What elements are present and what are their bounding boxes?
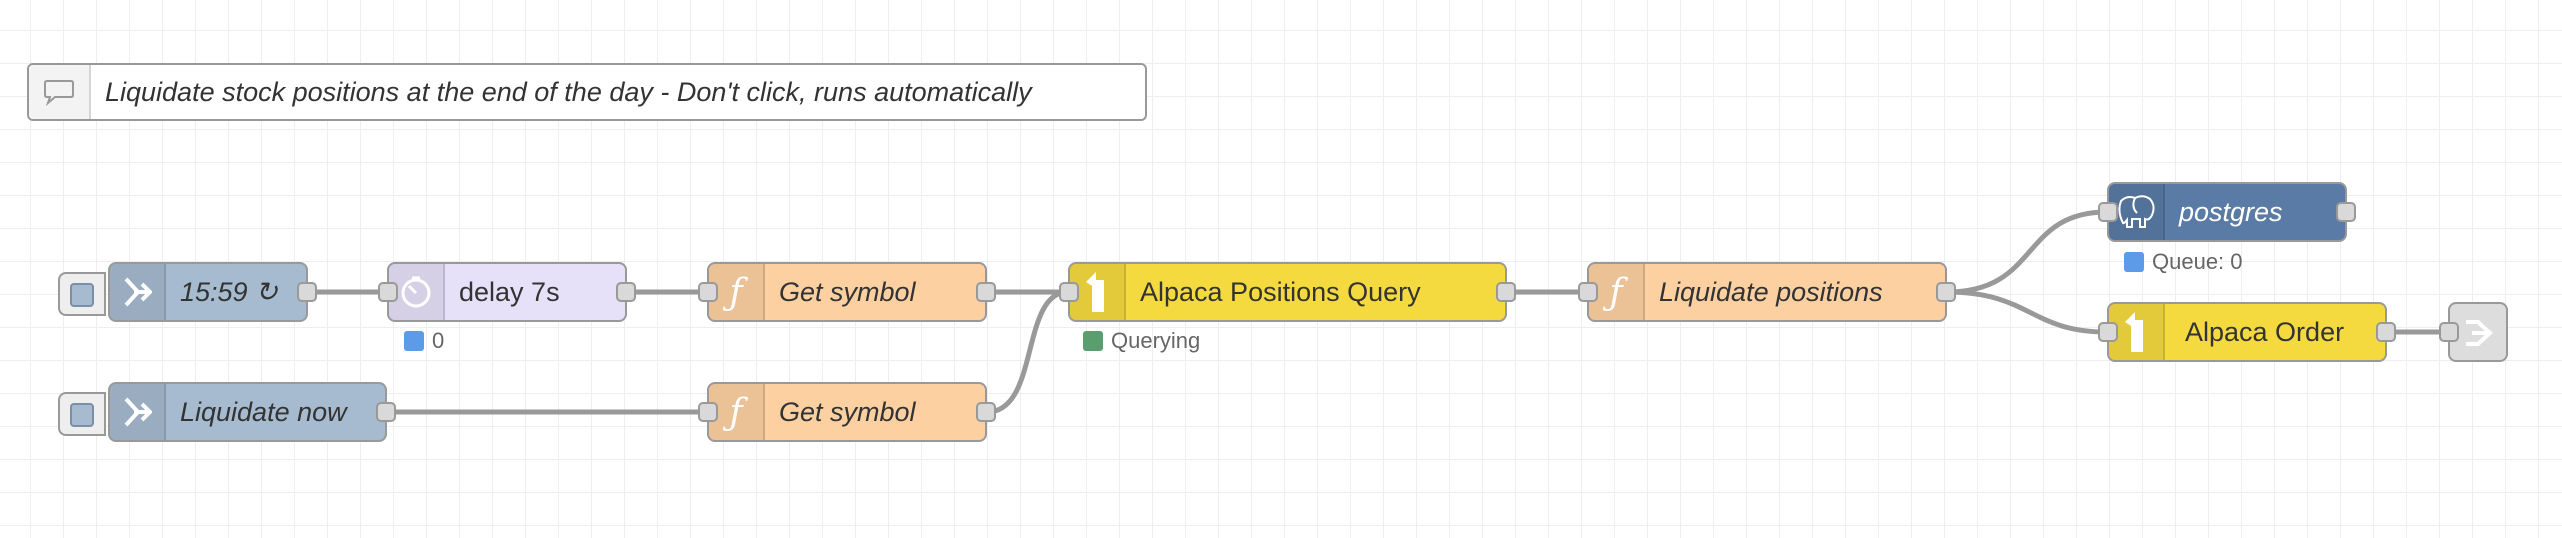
output-port[interactable]: [1936, 282, 1956, 302]
inject-trigger-button[interactable]: [58, 272, 106, 316]
output-port[interactable]: [376, 402, 396, 422]
output-port[interactable]: [976, 402, 996, 422]
inject-trigger-button[interactable]: [58, 392, 106, 436]
node-label: postgres: [2179, 196, 2283, 227]
output-port[interactable]: [976, 282, 996, 302]
comment-node[interactable]: Liquidate stock positions at the end of …: [27, 63, 1147, 121]
input-port[interactable]: [2098, 322, 2118, 342]
output-port[interactable]: [616, 282, 636, 302]
input-port[interactable]: [2439, 322, 2459, 342]
status-text: Queue: 0: [2152, 249, 2243, 274]
inject-arrow-icon: [110, 384, 166, 440]
inject-node-schedule[interactable]: 15:59 ↻: [58, 262, 317, 322]
input-port[interactable]: [698, 402, 718, 422]
node-label: Liquidate positions: [1659, 276, 1883, 307]
alpaca-positions-query-node[interactable]: Alpaca Positions Query: [1059, 262, 1516, 322]
link-out-node[interactable]: [2439, 302, 2508, 362]
input-port[interactable]: [1578, 282, 1598, 302]
alpaca-order-node[interactable]: Alpaca Order: [2098, 302, 2396, 362]
function-icon: ƒ: [709, 384, 765, 440]
elephant-icon: [2109, 184, 2165, 240]
wire[interactable]: [986, 289, 1069, 415]
function-node-get-symbol[interactable]: ƒ Get symbol: [698, 262, 996, 322]
alpaca-query-status: Querying: [1083, 328, 1200, 354]
output-port[interactable]: [2336, 202, 2356, 222]
output-port[interactable]: [1496, 282, 1516, 302]
postgres-status: Queue: 0: [2124, 249, 2243, 275]
input-port[interactable]: [698, 282, 718, 302]
status-text: Querying: [1111, 328, 1201, 353]
inject-node-liquidate-now[interactable]: Liquidate now: [58, 382, 396, 442]
wire[interactable]: [1946, 209, 2108, 295]
node-label: Alpaca Positions Query: [1140, 276, 1421, 307]
function-icon: ƒ: [709, 264, 765, 320]
node-label: Get symbol: [779, 276, 916, 307]
alpaca-icon: [1070, 264, 1126, 320]
link-out-icon: [2462, 318, 2496, 353]
wire[interactable]: [1946, 289, 2108, 335]
delay-status: 0: [404, 328, 444, 354]
node-label: 15:59 ↻: [180, 276, 278, 307]
node-label: Alpaca Order: [2185, 316, 2345, 347]
node-label: Liquidate now: [180, 396, 347, 427]
function-node-liquidate-positions[interactable]: ƒ Liquidate positions: [1578, 262, 1956, 322]
comment-text: Liquidate stock positions at the end of …: [105, 76, 1032, 107]
output-port[interactable]: [2376, 322, 2396, 342]
delay-node[interactable]: delay 7s: [378, 262, 636, 322]
input-port[interactable]: [1059, 282, 1079, 302]
inject-arrow-icon: [110, 264, 166, 320]
postgres-node[interactable]: postgres: [2098, 182, 2356, 242]
node-label: delay 7s: [459, 276, 560, 307]
input-port[interactable]: [378, 282, 398, 302]
node-label: Get symbol: [779, 396, 916, 427]
function-icon: ƒ: [1589, 264, 1645, 320]
function-node-get-symbol-2[interactable]: ƒ Get symbol: [698, 382, 996, 442]
status-text: 0: [432, 328, 445, 353]
output-port[interactable]: [297, 282, 317, 302]
input-port[interactable]: [2098, 202, 2118, 222]
comment-icon: [29, 65, 91, 119]
alpaca-icon: [2109, 304, 2165, 360]
timer-icon: [389, 264, 445, 320]
